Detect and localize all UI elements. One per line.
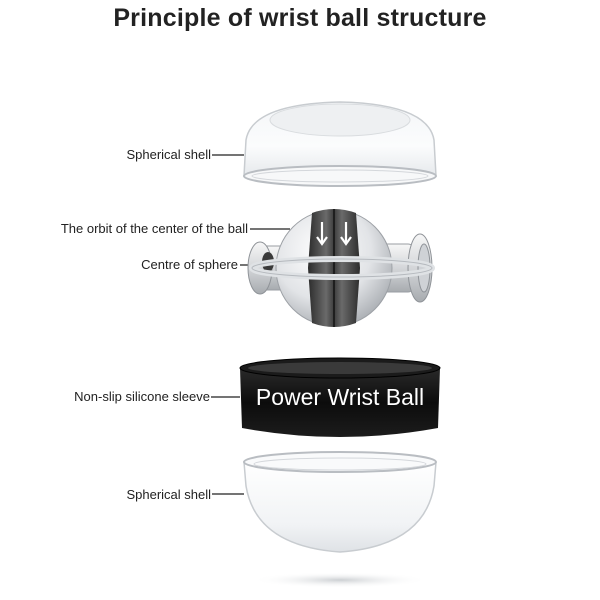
leader-lines <box>211 154 290 495</box>
label-centre-of-sphere: Centre of sphere <box>141 257 238 272</box>
rotation-arrows <box>316 222 352 246</box>
label-orbit: The orbit of the center of the ball <box>60 221 248 236</box>
rotor-assembly <box>247 209 435 327</box>
silicone-sleeve: Power Wrist Ball <box>239 357 441 437</box>
label-silicone-sleeve: Non-slip silicone sleeve <box>74 389 210 404</box>
diagram-title: Principle of wrist ball structure <box>113 4 487 32</box>
sleeve-print-text: Power Wrist Ball <box>256 384 424 410</box>
bottom-spherical-shell <box>243 451 437 588</box>
label-spherical-shell-top: Spherical shell <box>126 147 211 162</box>
label-spherical-shell-bottom: Spherical shell <box>126 487 211 502</box>
top-spherical-shell <box>243 101 437 187</box>
